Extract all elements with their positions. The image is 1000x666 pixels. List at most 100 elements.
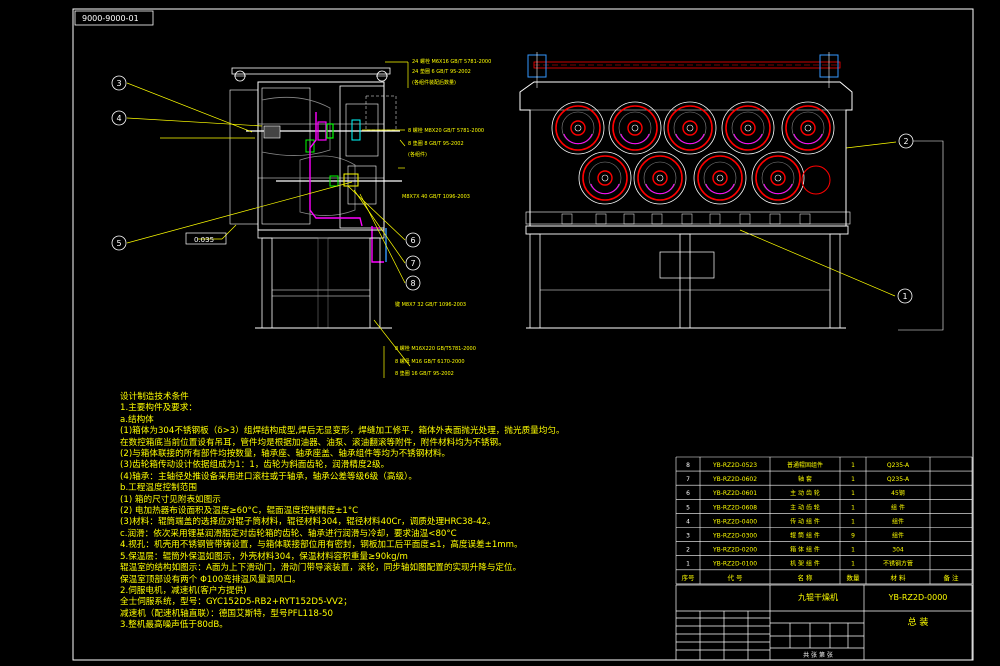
bom-cell-name: 机 架 组 件 [790, 560, 820, 568]
notes-line: 2.伺服电机，减速机(客户方提供) [120, 585, 247, 596]
level-mark: 0.035 [194, 236, 214, 244]
notes-line: 在数控箱底当前位置设有吊耳，管件均是根据加油器、油泵、滚油翻滚等附件，附件材料均… [120, 437, 507, 448]
balloon-label-3: 3 [116, 79, 121, 88]
bom-cell-name: 主 动 齿 轮 [790, 489, 820, 497]
callout-mid-2: 8 垫圈 8 GB/T 95-2002 [408, 140, 464, 147]
bom-cell-mat: 组件 [892, 532, 904, 540]
balloon-3 [111, 75, 127, 91]
notes-line: 保温室顶部设有两个 Φ100弯排温风量调风口。 [120, 574, 301, 585]
bom-cell-mat: Q235-A [887, 462, 910, 469]
bom-cell-code: YB-RZ2D-0523 [712, 462, 757, 469]
drum-roller [663, 101, 717, 155]
bom-cell-qty: 1 [851, 561, 855, 568]
side-view [229, 67, 402, 329]
title-block [675, 584, 973, 661]
balloon-5 [111, 235, 127, 251]
bom-cell-no: 2 [686, 547, 690, 554]
balloon-label-4: 4 [116, 114, 121, 123]
balloon-label-1: 1 [902, 292, 907, 301]
title-drawing-no: YB-RZ2D-0000 [888, 593, 948, 602]
callout-shaft: M8X7X 40 GB/T 1096-2003 [402, 194, 470, 200]
bom-header-cell: 材 料 [890, 573, 906, 582]
bom-cell-no: 4 [686, 518, 690, 525]
bom-cell-no: 5 [686, 504, 690, 511]
level-mark-box [185, 232, 227, 245]
callout-top-2: 24 垫圈 6 GB/T 95-2002 [412, 68, 471, 75]
notes-line: a.结构体 [120, 414, 154, 425]
drum-roller [781, 101, 835, 155]
bom-cell-no: 8 [686, 462, 690, 469]
bom-cell-mat: 组件 [892, 517, 904, 525]
bom-header-cell: 数量 [847, 573, 861, 582]
notes-line: b.工程温度控制范围 [120, 483, 197, 494]
bom-cell-code: YB-RZ2D-0400 [712, 518, 757, 525]
bom-cell-qty: 1 [851, 504, 855, 511]
bom-cell-name: 传 动 组 件 [790, 517, 820, 525]
bom-cell-qty: 1 [851, 476, 855, 483]
notes-heading: 设计制造技术条件 [120, 392, 189, 402]
bom-cell-qty: 1 [851, 462, 855, 469]
bom-cell-mat: 不锈钢方管 [883, 560, 913, 568]
notes-line: 全士伺服系统，型号：GYC152D5-RB2+RYT152D5-VV2； [120, 597, 352, 608]
drum-roller [751, 151, 805, 205]
bom-cell-code: YB-RZ2D-0602 [712, 476, 757, 483]
balloon-1 [897, 288, 913, 304]
callout-top-1: 24 螺栓 M6X16 GB/T 5781-2000 [412, 58, 491, 65]
code-box [74, 10, 154, 26]
notes-line: 3.整机最高噪声低于80dB。 [120, 620, 228, 631]
drum-roller [633, 151, 687, 205]
balloon-label-2: 2 [903, 137, 908, 146]
bom-cell-qty: 9 [851, 533, 855, 540]
notes-line: c.润滑：依次采用锂基润滑脂定对齿轮箱的齿轮、轴承进行润滑与冷却，要求油温<80… [120, 528, 457, 539]
balloon-6 [405, 232, 421, 248]
drum-roller [693, 151, 747, 205]
bom-cell-no: 1 [686, 561, 690, 568]
bom-cell-mat: 组 件 [891, 503, 905, 511]
bom-cell-code: YB-RZ2D-0200 [712, 547, 757, 554]
notes-line: (2)与箱体联接的所有部件均按数量，轴承座、轴承座盖、轴承组件等均为不锈钢材料。 [120, 449, 451, 460]
title-general: 总 装 [908, 616, 929, 628]
drum-roller [578, 151, 632, 205]
notes-line: (2) 电加热器布设面积及温度≥60°C，辊面温度控制精度±1°C [120, 506, 359, 517]
notes-line: (1)箱体为304不锈钢板（δ>3）组焊结构成型,焊后无显变形，焊缝加工修平，箱… [120, 426, 565, 437]
bom-cell-code: YB-RZ2D-0300 [712, 533, 757, 540]
notes-line: (3)材料：辊筒端盖的选择应对辊子筒材料，辊径材料304，辊径材料40Cr，调质… [120, 517, 496, 528]
bom-cell-code: YB-RZ2D-0601 [712, 490, 757, 497]
balloon-label-5: 5 [116, 239, 121, 248]
balloon-7 [405, 255, 421, 271]
drum-roller [721, 101, 775, 155]
notes-line: 5.保温层：辊筒外保温如图示，外壳材料304，保温材料容积重量≥90kg/m [120, 551, 408, 562]
bom-header-cell: 名 称 [797, 573, 813, 582]
bom-cell-no: 7 [686, 476, 690, 483]
bom-cell-mat: 45钢 [891, 489, 905, 497]
bom-cell-no: 3 [686, 533, 690, 540]
bom-cell-qty: 1 [851, 490, 855, 497]
notes-line: 辊温室的结构如图示：A面为上下滑动门，滑动门带导滚装置，滚轮，同步轴如图配置的实… [120, 563, 522, 574]
balloon-label-8: 8 [410, 279, 415, 288]
bom-header-cell: 代 号 [727, 573, 743, 582]
bom-cell-no: 6 [686, 490, 690, 497]
callout-bottom-1: 8 螺栓 M16X220 GB/T5781-2000 [395, 345, 476, 352]
callout-top-3: (各组件装配后数量) [412, 79, 456, 86]
title-sheet: 共 张 第 张 [803, 651, 833, 659]
drawing-code: 9000-9000-01 [82, 14, 139, 23]
callout-mid-1: 8 螺栓 M8X20 GB/T 5781-2000 [408, 127, 484, 134]
notes-line: (3)齿轮箱传动设计依据组成为1：1，齿轮为斜面齿轮，润滑精度2级。 [120, 460, 390, 471]
bom-cell-code: YB-RZ2D-0608 [712, 504, 757, 511]
callout-mid-3: (各组件) [408, 151, 427, 158]
motor-outline [801, 165, 831, 195]
bom-cell-mat: 304 [892, 547, 904, 554]
bom-cell-name: 箱 体 组 件 [790, 546, 820, 554]
bom-cell-mat: Q235-A [887, 476, 910, 483]
notes-line: 1.主要构件及要求： [120, 403, 197, 414]
drum-roller [608, 101, 662, 155]
notes-line: 4.视孔：机壳用不锈钢管带铸设置，与箱体联接部位用有密封，钢板加工后平面度≤1，… [120, 540, 523, 551]
bom-cell-name: 轴 套 [798, 475, 812, 483]
leader-lines [126, 61, 897, 367]
title-name: 九辊干燥机 [798, 592, 838, 602]
bom-header-cell: 序号 [682, 573, 696, 582]
